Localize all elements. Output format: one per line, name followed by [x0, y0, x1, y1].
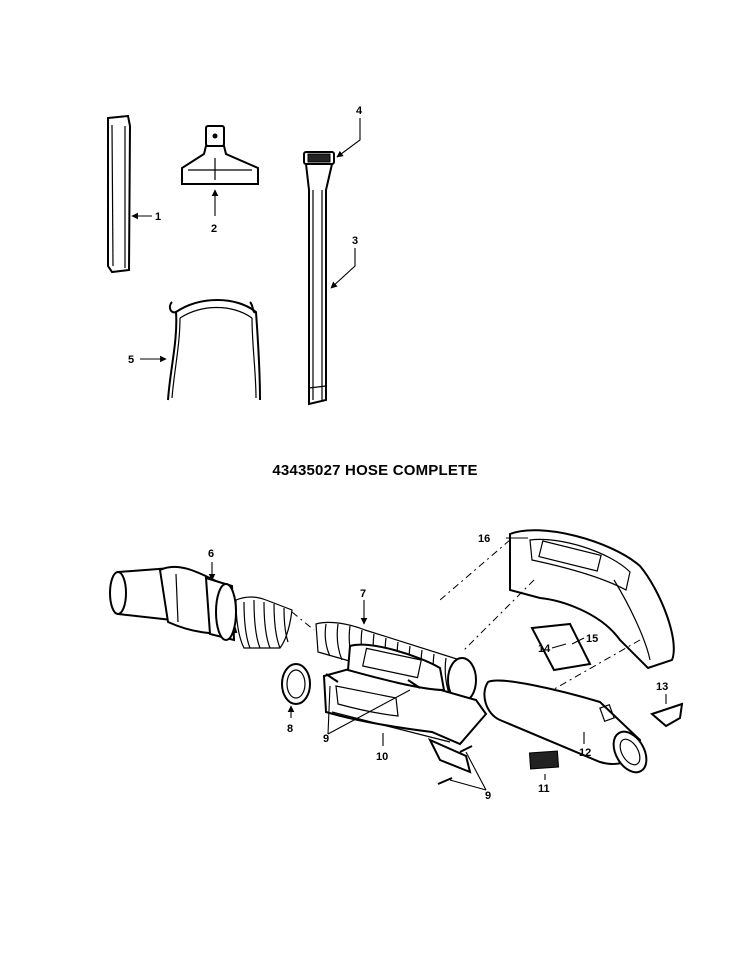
- handle-upper-half: [439, 529, 675, 721]
- callout-13: 13: [656, 681, 668, 693]
- callout-14: 14: [538, 643, 551, 655]
- callout-2: 2: [211, 223, 217, 235]
- callout-12: 12: [579, 747, 591, 759]
- filter-pad: [528, 750, 560, 780]
- handle-lower-half: [322, 643, 488, 774]
- hose-cuff: [109, 562, 238, 642]
- callout-16: 16: [478, 533, 490, 545]
- callout-9b: 9: [485, 790, 491, 802]
- callout-3: 3: [352, 235, 358, 247]
- assembly-title: 43435027 HOSE COMPLETE: [272, 462, 478, 479]
- callout-8: 8: [287, 723, 293, 735]
- extension-wand: [303, 118, 361, 406]
- callout-7: 7: [360, 588, 366, 600]
- ring: [281, 663, 311, 718]
- end-clip: [650, 694, 684, 728]
- callout-5: 5: [128, 354, 134, 366]
- callout-10: 10: [376, 751, 388, 763]
- inner-tube: [483, 679, 648, 774]
- callout-11: 11: [538, 783, 550, 795]
- label-pad: [530, 622, 592, 672]
- upholstery-tool: [181, 125, 259, 216]
- tool-clip: [140, 299, 261, 401]
- callout-4: 4: [356, 105, 363, 117]
- callout-6: 6: [208, 548, 214, 560]
- callout-9: 9: [323, 733, 329, 745]
- crevice-tool: [107, 114, 152, 274]
- hose-coil-left: [235, 596, 315, 649]
- callout-1: 1: [155, 211, 161, 223]
- callout-15: 15: [586, 633, 598, 645]
- screws: [325, 673, 487, 791]
